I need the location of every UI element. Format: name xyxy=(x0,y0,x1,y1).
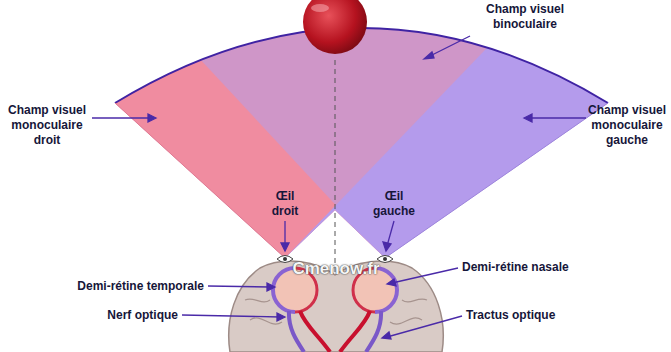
field-label: Champ visuel monoculaire gauche xyxy=(587,103,667,148)
watermark: Cmenow.fr xyxy=(278,261,394,276)
field-label: Champ visuel monoculaire droit xyxy=(4,103,90,148)
part-label: Nerf optique xyxy=(6,308,178,323)
part-label: Demi-rétine nasale xyxy=(462,260,662,275)
brain xyxy=(229,261,444,352)
part-label: Demi-rétine temporale xyxy=(6,279,204,294)
optic-tract xyxy=(366,311,381,352)
eye-label: Œil gauche xyxy=(368,189,420,219)
part-label: Tractus optique xyxy=(466,308,662,323)
temporal-hemiretina xyxy=(273,268,295,312)
leader-lines xyxy=(92,36,586,339)
apple xyxy=(303,0,367,54)
optic-nerve xyxy=(300,311,330,352)
eye-label: Œil droit xyxy=(262,189,308,219)
eye-symbol xyxy=(277,256,293,263)
field-label: Champ visuel binoculaire xyxy=(470,2,580,32)
